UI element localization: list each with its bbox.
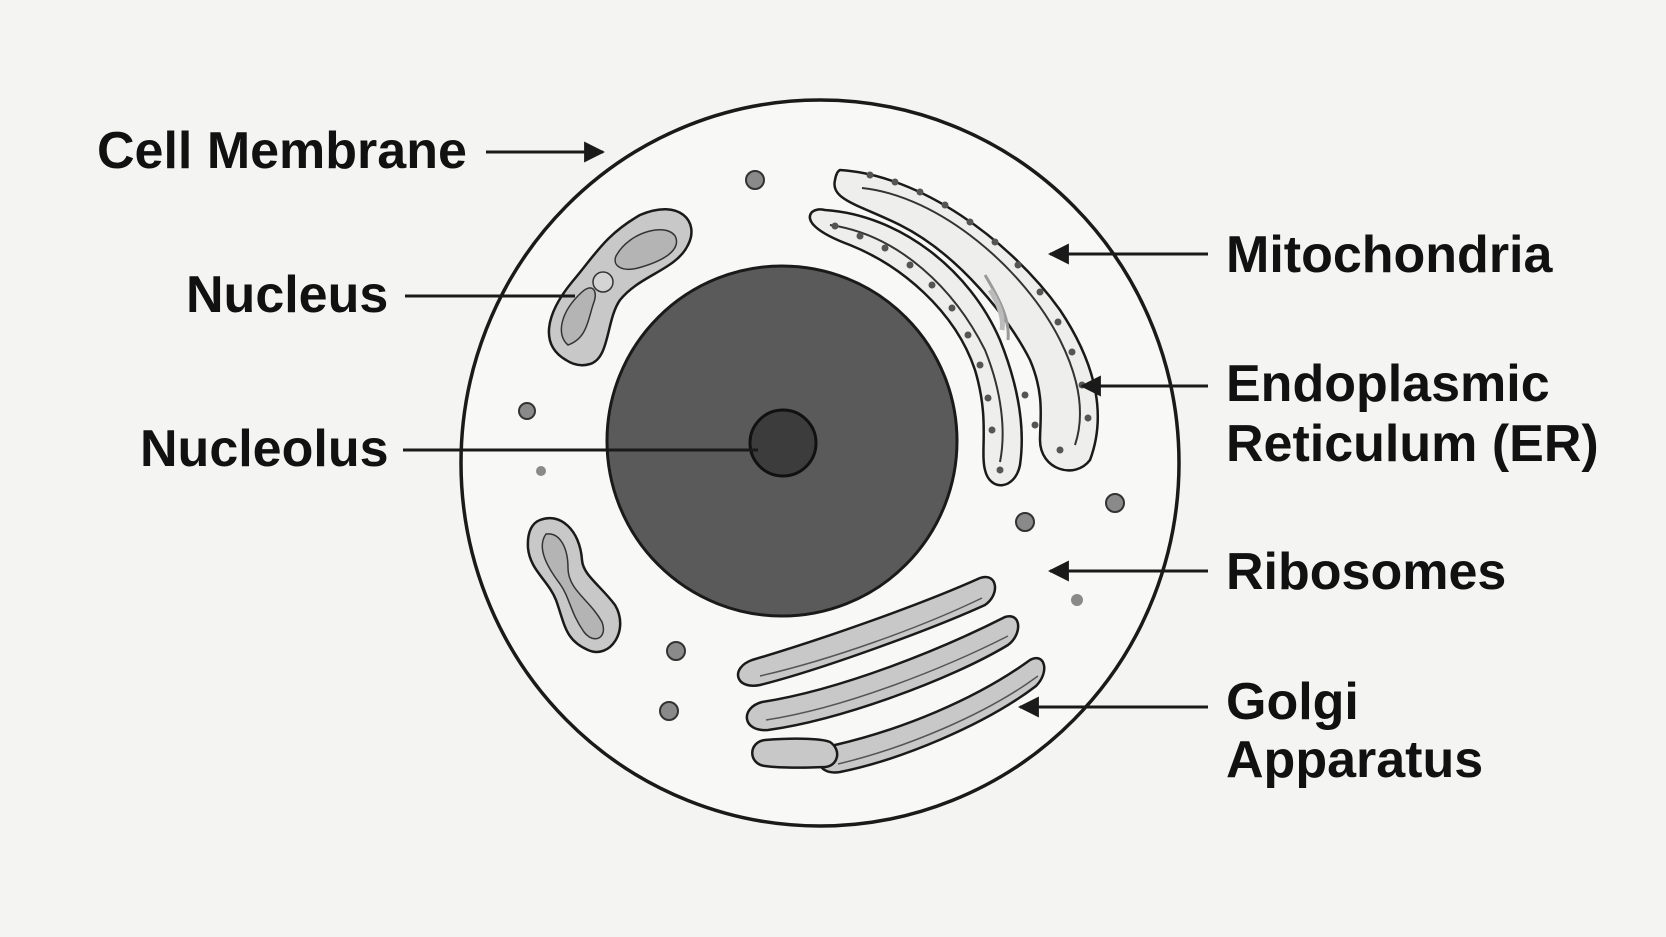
mitochondrion-lower bbox=[526, 517, 622, 654]
ribosome bbox=[1105, 493, 1125, 513]
ribosome bbox=[666, 641, 686, 661]
label-er-line1: Endoplasmic bbox=[1226, 355, 1550, 413]
label-nucleolus: Nucleolus bbox=[140, 420, 389, 478]
label-er-line2: Reticulum (ER) bbox=[1226, 415, 1599, 473]
ribosomes bbox=[518, 170, 1125, 721]
ribosome bbox=[745, 170, 765, 190]
ribosome bbox=[659, 701, 679, 721]
ribosome bbox=[536, 466, 546, 476]
label-ribosomes: Ribosomes bbox=[1226, 543, 1506, 601]
golgi-apparatus bbox=[736, 575, 1046, 774]
mitochondrion-upper bbox=[547, 208, 693, 367]
leader-lines bbox=[403, 141, 1208, 718]
endoplasmic-reticulum bbox=[808, 168, 1099, 487]
ribosome bbox=[1071, 594, 1083, 606]
label-nucleus: Nucleus bbox=[186, 266, 388, 324]
ribosome bbox=[1015, 512, 1035, 532]
label-golgi-line2: Apparatus bbox=[1226, 731, 1483, 789]
label-golgi-line1: Golgi bbox=[1226, 673, 1359, 731]
label-cell-membrane: Cell Membrane bbox=[97, 122, 467, 180]
label-mitochondria: Mitochondria bbox=[1226, 226, 1554, 284]
nucleolus bbox=[748, 408, 818, 478]
ribosome bbox=[518, 402, 536, 420]
